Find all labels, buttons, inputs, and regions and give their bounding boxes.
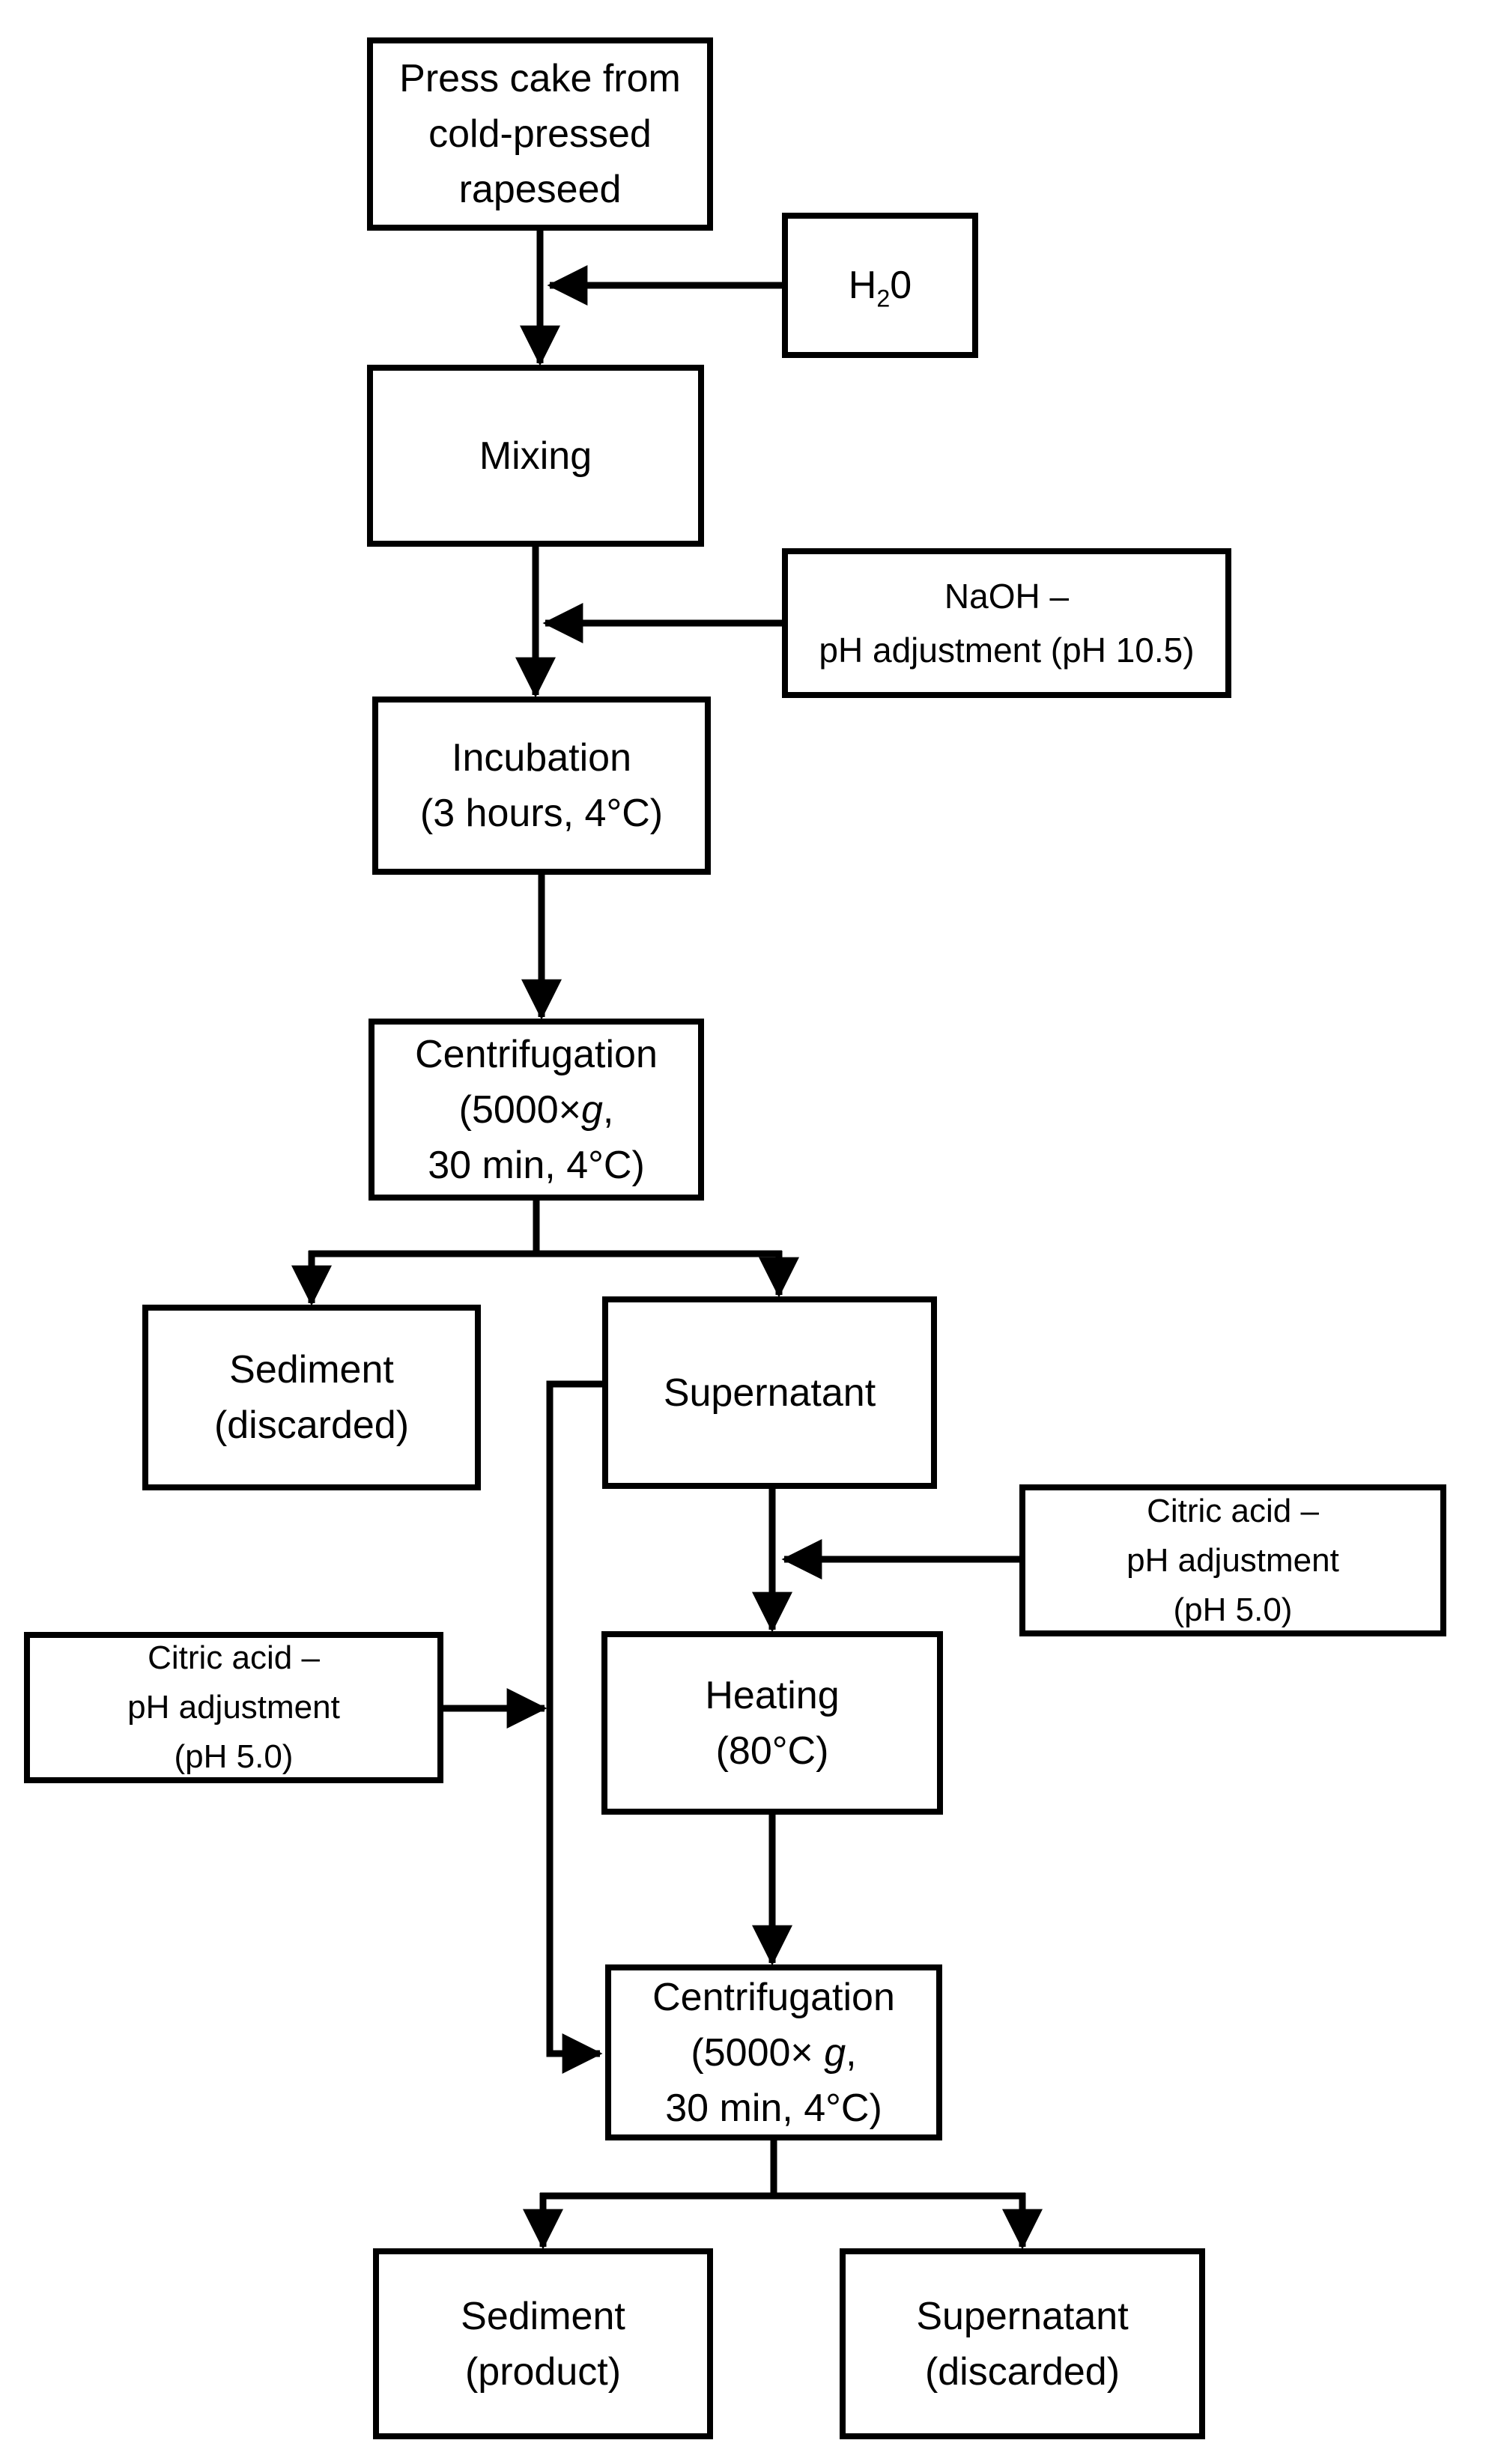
node-centrifugation-1-line3: 30 min, 4°C) [428,1143,645,1187]
node-citric-acid-left: Citric acid – pH adjustment (pH 5.0) [24,1632,443,1783]
node-heating: Heating (80°C) [601,1631,943,1815]
node-incubation: Incubation (3 hours, 4°C) [372,697,711,875]
node-incubation-line1: Incubation [452,736,631,780]
arrow-supernatant-bypass-to-centrifugation2 [546,1380,603,2074]
node-naoh-line1: NaOH – [944,577,1070,616]
node-press-cake: Press cake from cold-pressed rapeseed [367,37,713,231]
node-h2o-label: H20 [848,264,912,312]
node-centrifugation-1-line2: (5000×g, [458,1087,614,1132]
node-sediment-product: Sediment (product) [373,2248,713,2439]
node-naoh-line2: pH adjustment (pH 10.5) [819,631,1195,670]
node-citric-acid-left-line1: Citric acid – [148,1639,320,1676]
node-sediment-discarded-line2: (discarded) [213,1404,410,1447]
node-press-cake-line1: Press cake from [399,57,681,100]
node-supernatant-discarded: Supernatant (discarded) [840,2248,1205,2439]
node-sediment-product-line1: Sediment [461,2294,625,2338]
node-supernatant-discarded-line1: Supernatant [916,2294,1129,2338]
node-incubation-line2: (3 hours, 4°C) [419,792,664,835]
node-supernatant-discarded-line2: (discarded) [924,2349,1120,2394]
node-citric-acid-left-line2: pH adjustment [127,1689,340,1726]
node-press-cake-line3: rapeseed [458,168,622,211]
node-centrifugation-1-line1: Centrifugation [415,1032,658,1076]
node-citric-acid-right-line2: pH adjustment [1126,1541,1339,1579]
node-centrifugation-2-line3: 30 min, 4°C) [665,2086,882,2130]
node-mixing: Mixing [367,365,704,547]
node-supernatant: Supernatant [602,1296,937,1489]
node-h2o: H20 [782,213,978,358]
node-press-cake-line2: cold-pressed [428,112,652,156]
node-centrifugation-1: Centrifugation (5000×g, 30 min, 4°C) [369,1019,704,1201]
node-heating-line2: (80°C) [715,1729,829,1773]
node-sediment-discarded-line1: Sediment [229,1348,394,1392]
node-centrifugation-2-line1: Centrifugation [652,1975,895,2019]
node-sediment-product-line2: (product) [464,2349,622,2394]
node-citric-acid-right-line1: Citric acid – [1147,1492,1319,1529]
node-citric-acid-right: Citric acid – pH adjustment (pH 5.0) [1019,1484,1446,1636]
node-heating-line1: Heating [705,1673,840,1717]
node-supernatant-label: Supernatant [663,1371,876,1415]
node-mixing-label: Mixing [479,434,592,478]
node-naoh-ph-adjustment: NaOH – pH adjustment (pH 10.5) [782,548,1231,698]
node-centrifugation-2-line2: (5000× g, [691,2030,857,2075]
node-citric-acid-left-line3: (pH 5.0) [174,1738,294,1775]
node-sediment-discarded: Sediment (discarded) [142,1305,481,1490]
node-citric-acid-right-line3: (pH 5.0) [1173,1591,1293,1628]
node-centrifugation-2: Centrifugation (5000× g, 30 min, 4°C) [605,1964,942,2140]
